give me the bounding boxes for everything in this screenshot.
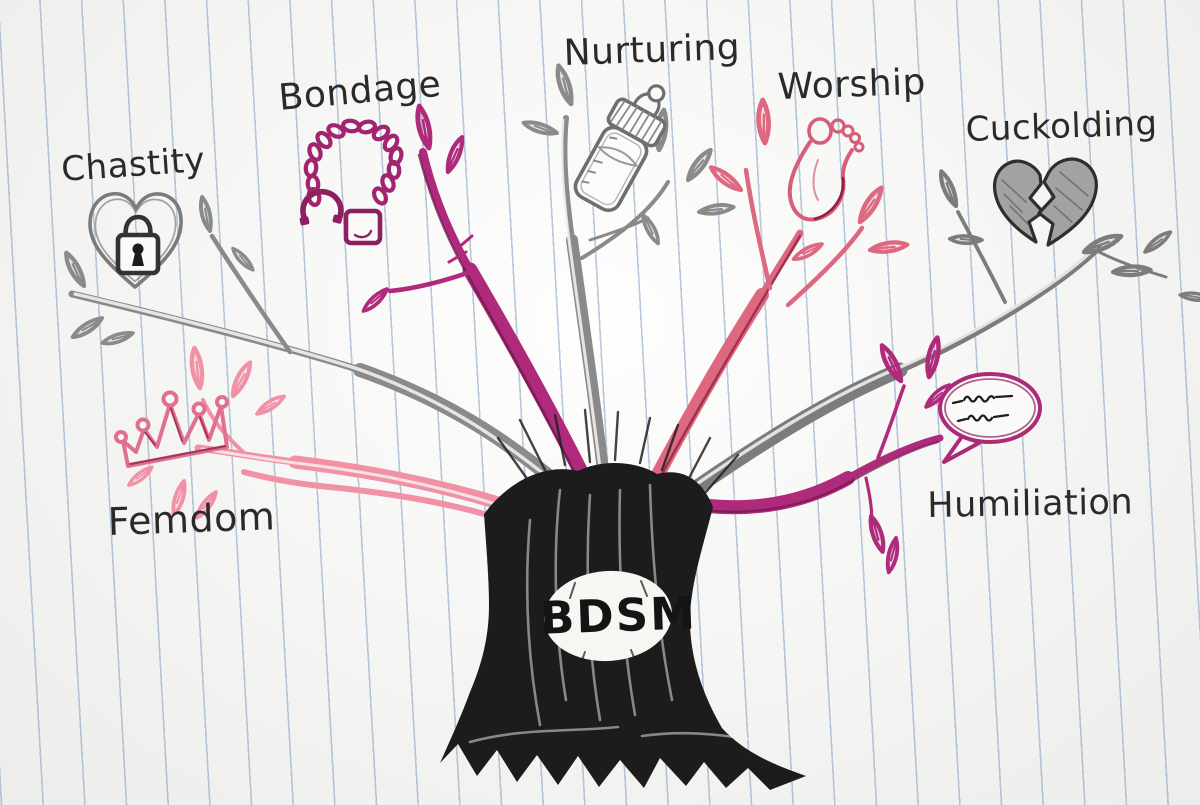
speech-bubble-icon xyxy=(938,372,1042,464)
femdom-branch xyxy=(127,348,512,523)
foot-icon xyxy=(787,117,865,222)
tree-trunk xyxy=(440,408,806,790)
trunk-label-panel xyxy=(544,570,672,662)
label-femdom: Femdom xyxy=(107,494,276,544)
chain-shackle-icon xyxy=(299,120,403,246)
heart-padlock-icon xyxy=(88,192,183,289)
humiliation-branch xyxy=(693,338,952,575)
chastity-branch xyxy=(58,194,567,492)
label-nurturing: Nurturing xyxy=(563,26,741,74)
label-trunk-bdsm: BDSM xyxy=(539,586,698,645)
label-worship: Worship xyxy=(777,61,927,108)
baby-bottle-icon xyxy=(573,84,667,213)
label-humiliation: Humiliation xyxy=(927,482,1134,526)
cuckolding-branch xyxy=(682,171,1200,500)
label-cuckolding: Cuckolding xyxy=(965,103,1159,150)
crown-icon xyxy=(114,390,229,468)
nurturing-branch xyxy=(521,66,736,476)
worship-branch xyxy=(648,100,907,487)
broken-heart-icon xyxy=(992,157,1098,247)
bondage-branch xyxy=(361,106,593,488)
